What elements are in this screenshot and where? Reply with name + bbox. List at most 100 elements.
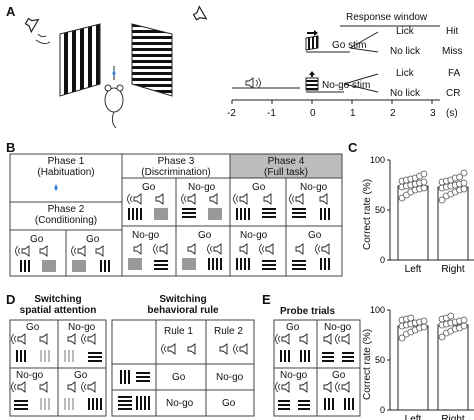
water-drop-icon (112, 70, 116, 76)
go-label: Go (74, 370, 88, 381)
phase3-title: Phase 3(Discrimination) (141, 156, 211, 178)
go-label: Go (252, 182, 266, 193)
nogo-label: No-go (166, 398, 194, 409)
go-label: Go (332, 370, 346, 381)
time-unit-label: (s) (446, 108, 458, 119)
go-label: Go (222, 398, 236, 409)
chart-c-point (420, 178, 428, 186)
nolick-label: No lick (390, 46, 421, 57)
sound-waves-icon (35, 33, 51, 45)
chart-c-ytick-label: 50 (375, 205, 385, 215)
rule2-label: Rule 2 (214, 326, 243, 337)
chart-c-ylabel: Correct rate (%) (362, 178, 373, 250)
nogo-label: No-go (188, 182, 216, 193)
nolick-label-2: No lick (390, 88, 421, 99)
chart-e-point (460, 316, 468, 324)
chart-c-ytick-label: 0 (380, 255, 385, 265)
go-label: Go (26, 322, 40, 333)
phase2-title: Phase 2(Conditioning) (34, 204, 98, 226)
phase2-stimuli (15, 245, 112, 272)
chart-c-point (460, 185, 468, 193)
lick-label: Lick (396, 26, 414, 37)
probe-trials-title: Probe trials (280, 306, 336, 317)
speaker-left-icon (24, 17, 40, 34)
speaker-right-icon (192, 5, 208, 21)
chart-c-ytick-label: 100 (370, 155, 385, 165)
panel-d-left-stimuli (11, 333, 102, 410)
response-window-label: Response window (346, 12, 428, 23)
nogo-label: No-go (132, 230, 160, 241)
chart-e-category-label: Left (405, 414, 422, 420)
go-label: Go (30, 234, 44, 245)
rule1-label: Rule 1 (164, 326, 193, 337)
panel-b-label: B (6, 140, 16, 155)
nogo-stim-label: No-go stim (322, 80, 371, 91)
phase1-title: Phase 1(Habituation) (37, 156, 95, 178)
lick-label-2: Lick (396, 68, 414, 79)
right-grating (131, 23, 173, 97)
phase4-title: Phase 4(Full task) (264, 156, 308, 178)
chart-e-point (420, 317, 428, 325)
chart-c-category-label: Left (405, 264, 422, 275)
tick-label: -1 (267, 108, 276, 119)
chart-c-point (460, 179, 468, 187)
hit-label: Hit (446, 26, 459, 37)
panel-e-stimuli (275, 333, 354, 410)
nogo-label: No-go (68, 322, 96, 333)
phase4-header-bg (229, 153, 343, 179)
tick-label: 0 (310, 108, 316, 119)
chart-e-point (407, 314, 415, 322)
tick-label: 3 (430, 108, 436, 119)
go-label: Go (172, 372, 186, 383)
chart-c-category-label: Right (441, 264, 465, 275)
tick-label: 2 (390, 108, 396, 119)
panel-d-label: D (6, 292, 16, 307)
nogo-label: No-go (280, 370, 308, 381)
chart-e-point (438, 333, 446, 341)
fa-label: FA (448, 68, 461, 79)
chart-e-ytick-label: 0 (380, 405, 385, 415)
panel-c-label: C (348, 140, 358, 155)
nogo-label: No-go (324, 322, 352, 333)
panel-e-grid (273, 319, 361, 417)
chart-c-point (420, 170, 428, 178)
nogo-label: No-go (240, 230, 268, 241)
go-label: Go (198, 230, 212, 241)
chart-c-point (420, 184, 428, 192)
left-grating (59, 23, 101, 97)
chart-e-ytick-label: 100 (370, 305, 385, 315)
go-stim-label: Go stim (332, 40, 367, 51)
mouse-icon (104, 66, 124, 129)
phase3-stimuli (127, 193, 222, 270)
chart-e-point (420, 323, 428, 331)
tick-label: -2 (227, 108, 236, 119)
go-label: Go (286, 322, 300, 333)
nogo-label: No-go (16, 370, 44, 381)
phase4-stimuli (233, 193, 332, 270)
panel-a-label: A (6, 4, 16, 19)
chart-e-ylabel: Correct rate (%) (362, 328, 373, 400)
chart-c-point (460, 169, 468, 177)
chart-c-point (456, 173, 464, 181)
water-drop-icon (54, 184, 58, 191)
panel-d-grid-right (111, 319, 255, 417)
chart-e-category-label: Right (441, 414, 465, 420)
miss-label: Miss (442, 46, 463, 57)
tone-speaker-icon (245, 77, 261, 89)
panel-d-grid-left (9, 319, 107, 417)
chart-e-point (447, 312, 455, 320)
cr-label: CR (446, 88, 461, 99)
go-label: Go (308, 230, 322, 241)
nogo-label: No-go (216, 372, 244, 383)
chart-e-ytick-label: 50 (375, 355, 385, 365)
chart-c-point (438, 196, 446, 204)
panel-d-right-stimuli (118, 343, 248, 410)
go-label: Go (142, 182, 156, 193)
panel-e-label: E (262, 292, 271, 307)
nogo-label: No-go (300, 182, 328, 193)
